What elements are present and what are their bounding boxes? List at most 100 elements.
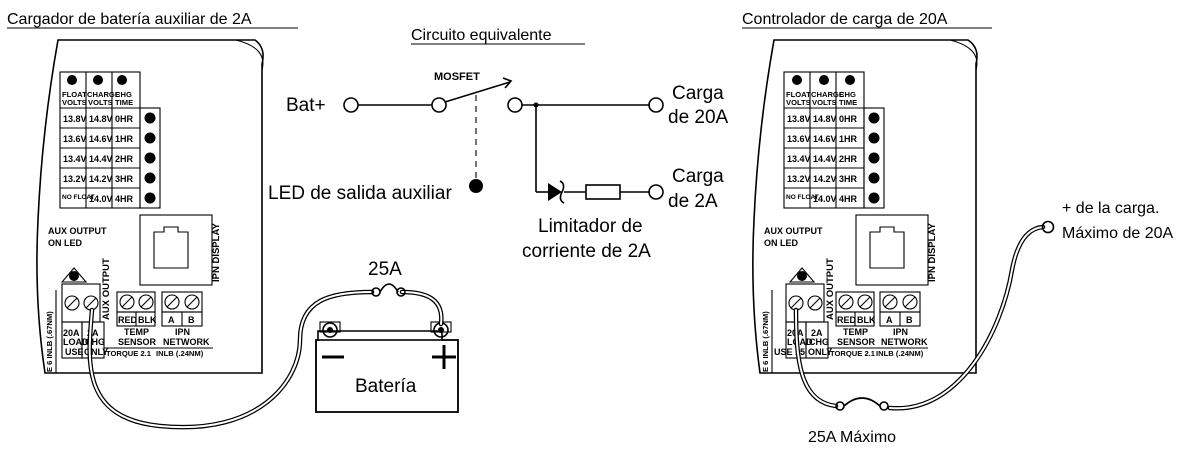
led-label: LED de salida auxiliar [268,183,452,204]
cell: 3HR [115,174,134,184]
cell: 1HR [115,134,134,144]
fuse-label: 25A Máximo [808,429,896,446]
aux-led-dot [797,271,807,281]
header-time: TIME [115,98,133,107]
fuse-symbol [379,283,399,293]
cell: 13.4V [787,154,811,164]
mosfet-label: MOSFET [434,71,480,83]
side-torque-label: E 6 INLB (.67NM) [761,311,770,372]
cell: NO FLOAT [786,194,819,201]
title-charge-controller: Controlador de carga de 20A [742,11,948,28]
cell: 13.4V [63,154,87,164]
aux-led-label: AUX OUTPUT [48,226,107,236]
battery-label: Batería [355,376,417,397]
load-wiring: + de la carga. Máximo de 20A 25A Máximo [793,200,1173,446]
led-dot [93,75,103,85]
cell: 13.6V [63,134,87,144]
led-dot [144,112,156,124]
load-20a-label: Carga [672,83,724,104]
ipn-network-label: NETWORK [881,337,928,347]
controller-housing [36,39,264,374]
chg-label: CHG [809,337,829,347]
led-dot [117,75,127,85]
load-2a-label: Carga [672,166,724,187]
load-label: Máximo de 20A [1062,225,1173,242]
torque-label: INLB (.24NM) [876,349,924,358]
battery-neg-terminal [322,322,338,338]
chg-label: ONLY [84,347,108,357]
cell: 13.2V [63,174,87,184]
led-dot [792,75,802,85]
aux-led-dot [69,271,79,281]
chg-label: 2A [87,328,99,338]
header-charge: CHARGE [87,90,120,99]
fuse-label: 25A [368,259,402,280]
ipn-display-label: IPN DISPLAY [927,223,938,282]
side-torque-label: E 6 INLB (.67NM) [45,311,54,372]
header-volts: VOLTS [812,98,837,107]
load-20a-label: de 20A [668,107,729,128]
terminal-bat [343,97,359,113]
terminal-switch-in [431,97,447,113]
cell: 14.8V [89,114,113,124]
cell: 4HR [115,194,134,204]
torque-label: TORQUE 2.1 [830,349,876,358]
term-b: B [906,315,913,325]
load-label: 20A [63,328,80,338]
title-equivalent-circuit: Circuito equivalente [411,27,552,44]
controller-right: FLOAT VOLTS CHARGE VOLTS CHG TIME 13.8V … [752,39,978,374]
term-blk: BLK [857,315,876,325]
cell: 14.2V [89,174,113,184]
load-label: USE [65,347,84,357]
chg-label: ONLY [808,347,832,357]
cell: 2HR [839,154,858,164]
terminal-switch-out [507,97,523,113]
controller-housing [752,39,978,374]
cell: 14.4V [813,154,837,164]
cell: 2HR [115,154,134,164]
header-volts: VOLTS [88,98,113,107]
controller-left: FLOAT VOLTS CHARGE VOLTS CHG TIME 13.8V … [36,39,264,374]
aux-output-label: AUX OUTPUT [101,258,112,320]
led-dot [868,172,880,184]
fuse-symbol [843,397,881,407]
cell: 4HR [839,194,858,204]
header-chg: CHG [115,90,132,99]
temp-sensor-label: TEMP [843,327,868,337]
aux-led-label: AUX OUTPUT [764,226,823,236]
aux-led-symbol [469,179,483,193]
aux-output-label: AUX OUTPUT [825,258,836,320]
temp-sensor-label: SENSOR [837,337,876,347]
term-blk: BLK [138,315,157,325]
header-time: TIME [839,98,857,107]
chg-label: CHG [85,337,105,347]
led-dot [144,192,156,204]
ipn-network-label: IPN [175,327,190,337]
cell: 0HR [115,114,134,124]
led-dot [868,112,880,124]
aux-led-label: ON LED [764,238,799,248]
cell: 14.0V [89,194,113,204]
led-dot [845,75,855,85]
cell: 13.8V [787,114,811,124]
header-charge: CHARGE [811,90,844,99]
chg-label: 2A [811,328,823,338]
load-label: LOAD [787,337,813,347]
ipn-display-port [855,214,929,286]
led-dot [868,192,880,204]
term-red: RED [118,315,138,325]
cell: 1HR [839,134,858,144]
housing-corner [949,39,978,71]
load-label: LOAD [63,337,89,347]
cell: 14.0V [813,194,837,204]
cell: 3HR [839,174,858,184]
led-dot [819,75,829,85]
torque-label: TORQUE 2.1 [106,349,152,358]
battery-wiring: Batería 25A [87,259,459,430]
bat-plus-label: Bat+ [286,95,326,116]
led-dot [144,152,156,164]
header-volts: VOLTS [62,98,87,107]
ipn-display-label: IPN DISPLAY [211,223,222,282]
ipn-network-label: IPN [893,327,908,337]
header-chg: CHG [839,90,856,99]
